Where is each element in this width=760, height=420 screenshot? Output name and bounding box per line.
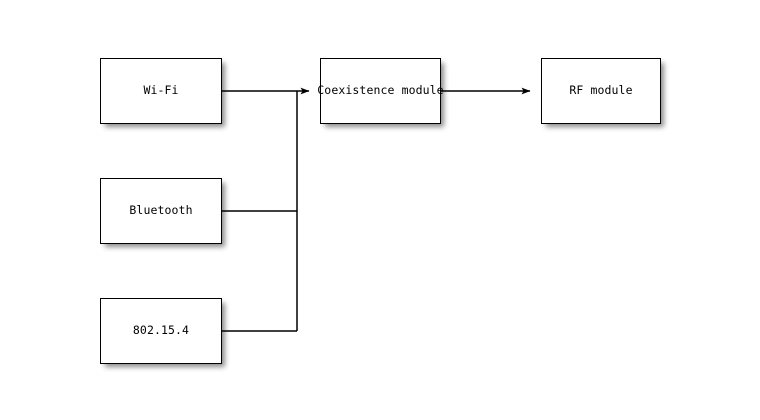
node-wifi[interactable]: Wi-Fi <box>100 58 222 124</box>
node-coexistence-module-label: Coexistence module <box>317 83 444 98</box>
node-bluetooth[interactable]: Bluetooth <box>100 178 222 244</box>
node-rf-module-label: RF module <box>569 83 633 98</box>
node-rf-module[interactable]: RF module <box>541 58 661 124</box>
node-802154-label: 802.15.4 <box>132 323 190 338</box>
node-wifi-label: Wi-Fi <box>143 83 179 98</box>
node-bluetooth-label: Bluetooth <box>129 203 193 218</box>
node-802154[interactable]: 802.15.4 <box>100 298 222 364</box>
node-coexistence-module[interactable]: Coexistence module <box>317 58 444 124</box>
